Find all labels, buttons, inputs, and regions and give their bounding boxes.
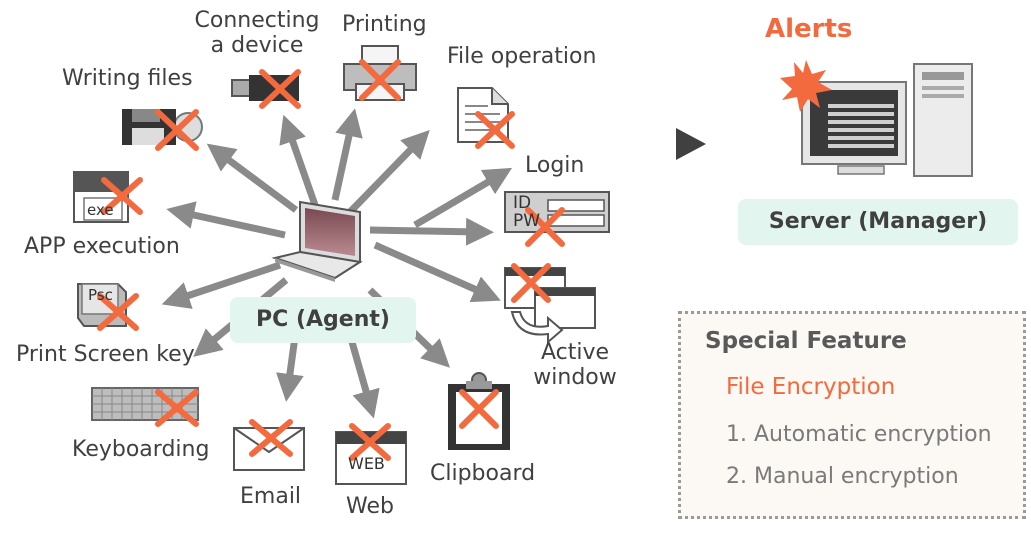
login-pw-text: PW (513, 211, 541, 231)
server-label: Server (Manager) (738, 199, 1018, 245)
label-active-window: Active window (533, 340, 617, 391)
feature-item: 2. Manual encryption (726, 464, 959, 489)
label-print-screen-key: Print Screen key (16, 342, 195, 367)
clipboard-icon (448, 372, 510, 450)
laptop-icon (271, 200, 363, 282)
login-id-text: ID (513, 193, 532, 213)
label-web: Web (346, 494, 394, 519)
feature-item: 1. Automatic encryption (726, 422, 992, 447)
label-app-execution: APP execution (24, 234, 180, 259)
label-email: Email (240, 484, 302, 509)
label-writing-files: Writing files (62, 66, 193, 91)
app-exe-text: exe (87, 201, 114, 219)
prtsc-text: Psc (88, 286, 113, 304)
agent-label: PC (Agent) (230, 297, 416, 343)
play-arrow-icon (676, 128, 706, 160)
label-clipboard: Clipboard (430, 461, 536, 486)
printer-icon (343, 45, 417, 101)
server-monitor-icon (801, 63, 973, 177)
active-window-icon (504, 267, 596, 345)
label-connecting-device: Connecting a device (194, 8, 320, 59)
label-printing: Printing (342, 12, 427, 37)
web-badge-text: WEB (348, 454, 385, 473)
alerts-title: Alerts (765, 14, 853, 44)
blocked-cross-marks (97, 59, 565, 461)
alert-burst-icon (780, 60, 832, 112)
label-keyboarding: Keyboarding (72, 437, 210, 462)
feature-subtitle: File Encryption (726, 374, 896, 400)
envelope-icon (233, 427, 305, 471)
label-file-operation: File operation (447, 44, 597, 69)
label-login: Login (525, 153, 585, 178)
special-feature-box: Special Feature File Encryption 1. Autom… (678, 311, 1026, 519)
feature-title: Special Feature (705, 328, 907, 354)
